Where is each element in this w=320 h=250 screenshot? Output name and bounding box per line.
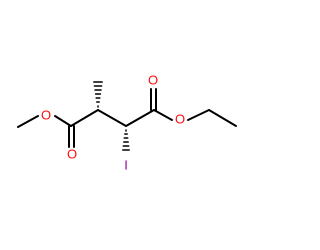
methoxy-oxygen-label: O [41,107,51,122]
skeletal-bonds [17,88,237,148]
methyl-hashed-wedge-bond [93,81,103,108]
iodine-hashed-wedge-bond [122,129,130,151]
left-carbonyl-oxygen-label: O [67,146,77,161]
methyl-to-methoxy-oxygen-bond [17,115,39,128]
ethoxy-oxygen-to-ethyl-carbon-bond [187,109,210,121]
ethoxy-oxygen-label: O [175,111,185,126]
methoxy-oxygen-to-ester-carbon-bond [54,115,72,127]
ester-carbon-to-c2-bond [70,109,99,127]
c3-to-right-ester-carbon-bond [125,109,155,127]
iodine-label: I [124,157,128,172]
ethyl-carbon-to-methyl-bond [208,109,237,127]
right-ester-carbon-to-ethoxy-oxygen-bond [153,109,173,121]
molecule-structure: O O O O I [17,72,237,172]
atom-labels: O O O O I [41,72,185,172]
c2-to-c3-bond [97,109,127,127]
right-carbonyl-oxygen-label: O [148,72,158,87]
